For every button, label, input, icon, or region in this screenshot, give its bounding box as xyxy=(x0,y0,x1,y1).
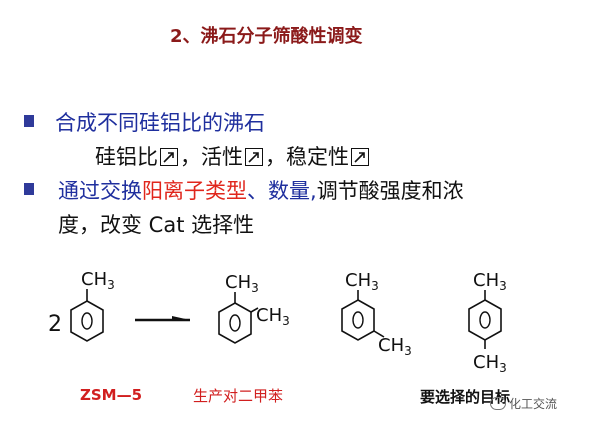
meta-xylene-molecule: CH3 CH3 xyxy=(341,270,412,358)
svg-text:CH3: CH3 xyxy=(225,272,259,295)
bullet-2-part2: 阳离子类型 xyxy=(142,179,247,203)
bullet-2-part3: 、 xyxy=(247,179,268,203)
bullet-marker-2 xyxy=(24,183,34,195)
up-right-arrow-icon xyxy=(245,148,263,166)
ortho-xylene-molecule: CH3 CH3 xyxy=(218,272,290,344)
slide-title: 2、沸石分子筛酸性调变 xyxy=(170,26,363,47)
stability-label: ，稳定性 xyxy=(265,145,349,169)
para-xylene-molecule: CH3 CH3 xyxy=(468,270,507,375)
bullet-2-continuation: 度，改变 Cat 选择性 xyxy=(58,213,255,237)
property-line: 硅铝比 ，活性 ，稳定性 xyxy=(95,141,371,171)
bullet-2-part1: 通过交换 xyxy=(58,179,142,203)
svg-text:CH3: CH3 xyxy=(473,270,507,293)
activity-label: ，活性 xyxy=(180,145,243,169)
reaction-diagram: 2 CH3 CH3 CH3 CH3 CH3 CH3 CH3 xyxy=(48,269,507,375)
product-caption: 生产对二甲苯 xyxy=(193,387,284,405)
svg-text:CH3: CH3 xyxy=(473,352,507,375)
svg-text:CH3: CH3 xyxy=(81,269,115,292)
bullet-1-text: 合成不同硅铝比的沸石 xyxy=(55,111,265,135)
reaction-arrow xyxy=(135,316,190,322)
bullet-2-text: 通过交换阳离子类型、数量,调节酸强度和浓 xyxy=(58,175,464,205)
up-right-arrow-icon xyxy=(351,148,369,166)
si-al-ratio-label: 硅铝比 xyxy=(95,145,158,169)
bullet-2-part5: 调节酸强度和浓 xyxy=(316,179,464,203)
catalyst-caption: ZSM—5 xyxy=(80,386,143,404)
svg-text:CH3: CH3 xyxy=(256,305,290,328)
target-caption: 要选择的目标 xyxy=(420,388,511,406)
svg-text:CH3: CH3 xyxy=(345,270,379,293)
up-right-arrow-icon xyxy=(160,148,178,166)
toluene-molecule: 2 CH3 xyxy=(48,269,115,342)
watermark: 化工交流 xyxy=(490,395,557,412)
reaction-coefficient: 2 xyxy=(48,312,62,337)
bullet-2-part4: 数量, xyxy=(268,179,317,203)
watermark-text: 化工交流 xyxy=(509,397,558,411)
wechat-icon xyxy=(490,397,506,410)
bullet-marker-1 xyxy=(24,115,34,127)
methyl-label: CH xyxy=(81,269,107,290)
svg-text:CH3: CH3 xyxy=(378,335,412,358)
